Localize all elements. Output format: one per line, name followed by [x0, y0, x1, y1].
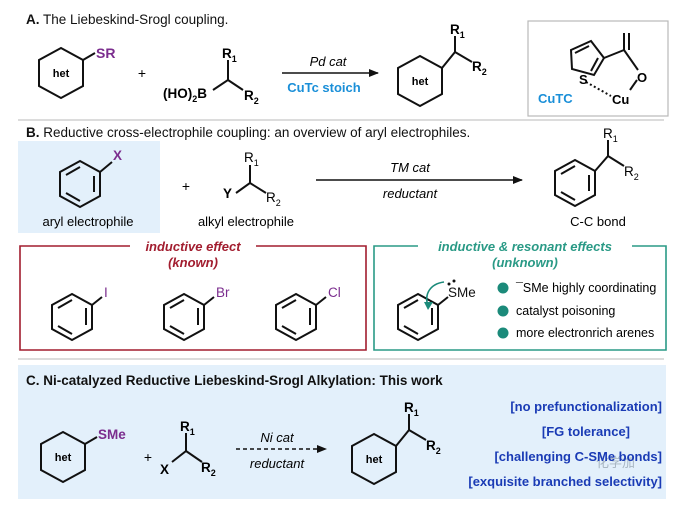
lone-pair-dot-2 — [452, 279, 456, 283]
bullet-dot-3 — [497, 327, 509, 339]
x-atom-aryl: X — [113, 148, 122, 163]
plus-b: + — [182, 178, 190, 194]
cutc-label: CuTC — [538, 91, 573, 106]
r2-c-alkyl: R2 — [201, 460, 216, 478]
arrow-c-bottom: reductant — [250, 456, 306, 471]
cutc-o-atom: O — [637, 70, 647, 85]
r2-b-product: R2 — [624, 164, 639, 182]
section-a-letter: A. — [26, 12, 40, 27]
aryl-electrophile-panel — [18, 141, 160, 233]
cutc-structure — [569, 33, 639, 97]
cc-bond-label: C-C bond — [570, 214, 626, 229]
r1-b-alkyl: R1 — [244, 150, 259, 168]
claim-4: [exquisite branched selectivity] — [468, 474, 662, 489]
resonant-effects-sub: (unknown) — [492, 255, 558, 270]
section-a-title: A. The Liebeskind-Srogl coupling. — [26, 12, 228, 27]
alkyl-electrophile-label: alkyl electrophile — [198, 214, 294, 229]
arrow-b-top: TM cat — [390, 160, 431, 175]
claim-2: [FG tolerance] — [541, 424, 630, 439]
resonant-effects-title: inductive & resonant effects — [438, 239, 612, 254]
section-b-title: B. Reductive cross-electrophile coupling… — [26, 125, 470, 140]
chloro-atom: Cl — [328, 285, 341, 300]
r1-b-product: R1 — [603, 126, 618, 144]
y-atom: Y — [223, 186, 232, 201]
bullet-dot-2 — [497, 305, 509, 317]
arrow-b-bottom: reductant — [383, 186, 439, 201]
het-ring-c-substrate — [40, 430, 98, 484]
het-ring-a-product — [397, 36, 473, 108]
inductive-effect-sub: (known) — [168, 255, 218, 270]
lone-pair-dot-1 — [447, 282, 451, 286]
this-work-panel — [18, 365, 666, 499]
r1-a-product: R1 — [450, 22, 465, 40]
benzene-bromo — [163, 292, 215, 342]
watermark-text: 化学加 — [596, 455, 635, 470]
section-a-text: The Liebeskind-Srogl coupling. — [43, 12, 229, 27]
r1-a-left: R1 — [222, 46, 237, 64]
iodo-atom: I — [104, 285, 108, 300]
inductive-effect-title: inductive effect — [145, 239, 241, 254]
r2-a-left: R2 — [244, 88, 259, 106]
bullet-text-3: more electronrich arenes — [516, 326, 654, 340]
plus-c: + — [144, 449, 152, 465]
alkyl-halide-c — [171, 433, 203, 463]
r1-c-product: R1 — [404, 400, 419, 418]
benzene-chloro — [275, 292, 327, 342]
bullet-text-2: catalyst poisoning — [516, 304, 615, 318]
alkyl-electrophile — [235, 165, 267, 194]
het-label-c1: het — [55, 452, 72, 464]
section-b-letter: B. — [26, 125, 40, 140]
cutc-box — [527, 20, 669, 117]
resonant-effects-box — [373, 245, 667, 351]
cutc-cu-atom: Cu — [612, 92, 629, 107]
x-atom-c: X — [160, 462, 169, 477]
r2-b-alkyl: R2 — [266, 190, 281, 208]
sr-group: SR — [96, 45, 115, 61]
claim-3: [challenging C-SMe bonds] — [494, 449, 662, 464]
benzene-thioanisole — [397, 292, 449, 342]
bromo-atom: Br — [216, 285, 230, 300]
plus-a: + — [138, 65, 146, 81]
boronic-prefix: (HO)2B — [163, 86, 207, 104]
arrow-a-top: Pd cat — [310, 54, 348, 69]
het-ring-a-substrate — [38, 46, 96, 100]
r1-c-alkyl: R1 — [180, 419, 195, 437]
r2-c-product: R2 — [426, 438, 441, 456]
aryl-electrophile-label: aryl electrophile — [42, 214, 133, 229]
het-label-a2: het — [412, 76, 429, 88]
het-label-c2: het — [366, 454, 383, 466]
benzene-iodo — [51, 292, 103, 342]
arrow-c-top: Ni cat — [260, 430, 295, 445]
section-c-letter: C. — [26, 373, 40, 388]
r2-a-product: R2 — [472, 59, 487, 77]
resonance-arrowhead — [424, 302, 433, 310]
arrow-a-bottom: CuTc stoich — [287, 80, 360, 95]
het-ring-c-product — [351, 414, 427, 486]
benzene-aryl-x — [59, 159, 113, 209]
bullet-dot-1 — [497, 282, 509, 294]
section-b-text: Reductive cross-electrophile coupling: a… — [43, 125, 471, 140]
claim-1: [no prefunctionalization] — [510, 399, 662, 414]
cutc-s-atom: S — [579, 72, 588, 87]
boronic-chain — [212, 60, 244, 91]
bullet-text-1: ¯SMe highly coordinating — [515, 281, 656, 295]
inductive-effect-box — [19, 245, 367, 351]
het-label-a1: het — [53, 68, 70, 80]
sme-c: SMe — [98, 427, 126, 442]
benzene-product-b — [554, 140, 625, 208]
section-c-text: Ni-catalyzed Reductive Liebeskind-Srogl … — [43, 373, 443, 388]
sme-b: SMe — [448, 285, 476, 300]
section-c-title: C. Ni-catalyzed Reductive Liebeskind-Sro… — [26, 373, 443, 388]
